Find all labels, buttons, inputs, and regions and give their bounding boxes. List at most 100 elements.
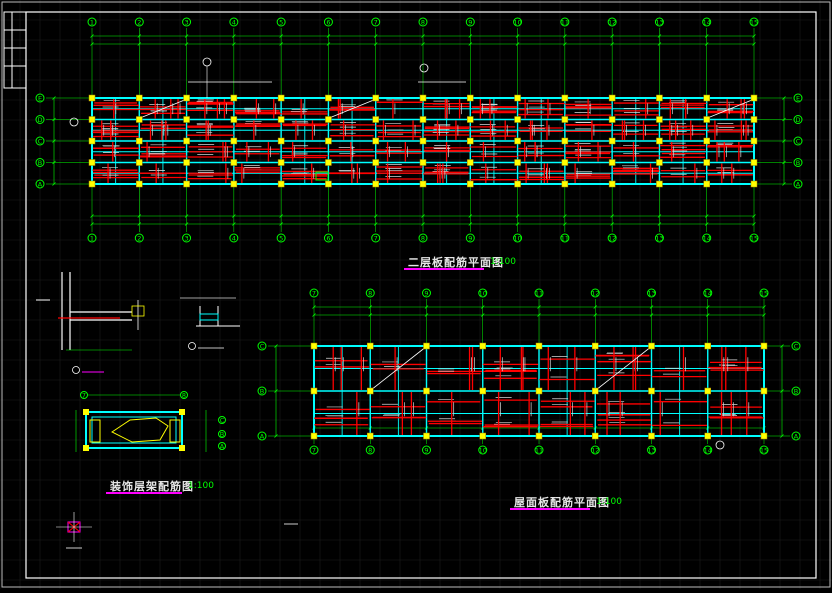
column: [514, 94, 521, 102]
column: [704, 342, 711, 350]
stair-diagonal: [597, 347, 650, 390]
axis-bubble-right: [793, 136, 803, 146]
dimension-tick: [184, 34, 189, 38]
axis-bubble-top: [229, 17, 239, 27]
section-marker: [69, 117, 79, 127]
axis-bubble-top: [87, 17, 97, 27]
column: [423, 342, 430, 350]
axis-bubble-label: 9: [424, 447, 428, 455]
dimension-tick: [468, 214, 473, 218]
column: [648, 432, 655, 440]
dimension-tick: [373, 42, 378, 46]
axis-bubble-label: B: [260, 388, 264, 396]
axis-bubble-label: 12: [591, 447, 599, 455]
column: [514, 159, 521, 166]
column: [310, 387, 318, 395]
axis-bubble-label: C: [794, 343, 799, 351]
column: [183, 159, 190, 166]
column: [367, 342, 374, 350]
column: [325, 180, 332, 188]
column: [277, 94, 285, 102]
column: [479, 387, 486, 395]
column: [703, 137, 710, 145]
dimension-tick: [274, 434, 278, 438]
dimension-tick: [780, 389, 784, 393]
axis-bubble-bottom: [647, 445, 656, 455]
axis-bubble-label: 13: [655, 235, 663, 243]
dimension-tick: [279, 42, 283, 46]
column: [704, 432, 711, 440]
column: [704, 387, 711, 395]
axis-bubble-top: [703, 288, 713, 298]
roof-title-underline: [510, 508, 590, 510]
dimension-tick: [421, 42, 425, 46]
column: [703, 180, 710, 188]
dimension-tick: [782, 160, 786, 165]
column: [648, 387, 655, 395]
axis-bubble-bottom: [703, 445, 713, 455]
axis-bubble-label: 12: [608, 19, 616, 27]
column: [367, 387, 374, 395]
dimension-tick: [593, 305, 598, 309]
column: [535, 387, 543, 395]
ornament-column: [83, 445, 89, 451]
axis-bubble-label: B: [796, 159, 800, 167]
axis-bubble-label: 11: [535, 290, 543, 298]
axis-bubble-label: 15: [760, 290, 768, 298]
dimension-tick: [52, 182, 56, 186]
ornament-bubble: [180, 391, 188, 399]
second-floor-scale: 1:100: [490, 257, 516, 267]
axis-bubble-bottom: [229, 233, 239, 243]
column: [88, 180, 96, 188]
stair-diagonal: [708, 99, 753, 118]
dimension-tick: [762, 313, 766, 317]
column: [277, 137, 285, 145]
column: [310, 432, 318, 440]
dimension-tick: [90, 222, 94, 226]
dimension-tick: [232, 214, 236, 218]
column: [367, 432, 374, 440]
dimension-tick: [232, 34, 236, 38]
column: [230, 180, 238, 188]
axis-bubble-label: 13: [655, 19, 663, 27]
dimension-tick: [326, 42, 331, 46]
column: [608, 137, 616, 145]
axis-bubble-label: E: [796, 95, 800, 103]
column: [514, 116, 521, 123]
axis-bubble-label: 11: [535, 447, 543, 455]
axis-bubble-left: [257, 341, 267, 351]
axis-bubble-bottom: [182, 233, 192, 243]
dimension-tick: [137, 222, 142, 226]
dimension-tick: [312, 313, 316, 317]
axis-bubble-top: [371, 17, 381, 27]
axis-bubble-label: 4: [232, 235, 236, 243]
left-title-block: [3, 11, 27, 89]
dimension-tick: [424, 313, 429, 317]
axis-bubble-label: 10: [513, 19, 521, 27]
stair-diagonal: [372, 347, 425, 390]
axis-bubble-right: [793, 93, 803, 103]
dimension-tick: [421, 222, 425, 226]
axis-bubble-label: A: [38, 181, 43, 189]
axis-bubble-label: 12: [608, 235, 616, 243]
dimension-tick: [563, 214, 567, 218]
dimension-tick: [326, 34, 331, 38]
detail-marker-2: [188, 342, 196, 350]
dimension-tick: [326, 222, 331, 226]
axis-bubble-label: 8: [368, 447, 372, 455]
column: [419, 116, 427, 123]
axis-bubble-top: [607, 17, 617, 27]
column: [561, 137, 569, 145]
axis-bubble-label: 9: [424, 290, 428, 298]
column: [372, 116, 379, 123]
axis-bubble-label: 3: [185, 235, 189, 243]
axis-bubble-label: 10: [479, 447, 487, 455]
dimension-tick: [368, 313, 373, 317]
axis-bubble-bottom: [422, 445, 431, 455]
axis-bubble-top: [134, 17, 144, 27]
column: [760, 342, 768, 350]
column: [88, 137, 96, 145]
axis-bubble-label: 4: [232, 19, 236, 27]
axis-bubble-top: [365, 288, 375, 298]
